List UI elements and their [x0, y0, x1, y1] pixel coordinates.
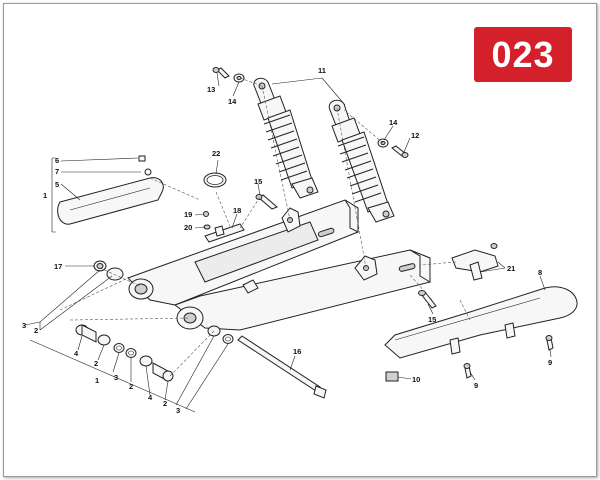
- callout-12: 12: [411, 131, 419, 140]
- assembly-lines: [59, 77, 471, 377]
- callout-19: 19: [184, 210, 192, 219]
- callout-10: 10: [412, 375, 420, 384]
- callout-13: 13: [207, 85, 215, 94]
- shock-absorber-right: [328, 99, 395, 223]
- callout-14-a: 14: [228, 97, 237, 106]
- bolt-15-lower: [418, 290, 437, 309]
- callout-18: 18: [233, 206, 241, 215]
- shock-bolts: [212, 67, 409, 158]
- callout-labels: 1 6 7 5 13 14 11 14 12 22 15 19 20 18 17…: [22, 66, 552, 415]
- chain-slider: [57, 155, 201, 225]
- callout-1-bottom: 1: [95, 376, 99, 385]
- callout-2-a: 2: [94, 359, 98, 368]
- callout-3-mid: 3: [114, 373, 118, 382]
- hose-clamp: [203, 172, 227, 188]
- callout-5: 5: [55, 180, 59, 189]
- callout-15-a: 15: [254, 177, 262, 186]
- chain-guard: [384, 286, 578, 359]
- callout-16: 16: [293, 347, 301, 356]
- swingarm: [127, 199, 431, 331]
- brake-hose-bracket: [203, 211, 245, 243]
- callout-9-a: 9: [474, 381, 478, 390]
- callout-20: 20: [184, 223, 192, 232]
- callout-4-b: 4: [148, 393, 153, 402]
- chain-guard-hardware: [385, 335, 554, 382]
- shock-absorber-left: [253, 77, 319, 199]
- callout-8: 8: [538, 268, 542, 277]
- callout-2-c: 2: [163, 399, 167, 408]
- callout-11: 11: [318, 66, 326, 75]
- callout-3-left: 3: [22, 321, 26, 330]
- callout-6: 6: [55, 156, 59, 165]
- callout-17: 17: [54, 262, 62, 271]
- leader-lines: [24, 72, 552, 413]
- callout-4-a: 4: [74, 349, 79, 358]
- callout-2-left: 2: [34, 326, 38, 335]
- page-number-badge: 023: [474, 27, 572, 82]
- callout-15-b: 15: [428, 315, 436, 324]
- callout-7: 7: [55, 167, 59, 176]
- brake-anchor-bracket: [451, 243, 499, 281]
- callout-9-b: 9: [548, 358, 552, 367]
- callout-21: 21: [507, 264, 515, 273]
- callout-2-b: 2: [129, 382, 133, 391]
- callout-1-left: 1: [43, 191, 47, 200]
- callout-22: 22: [212, 149, 220, 158]
- callout-3-bottom: 3: [176, 406, 180, 415]
- callout-14-b: 14: [389, 118, 398, 127]
- bolt-15-upper: [255, 194, 278, 210]
- swingarm-axle: [237, 335, 327, 399]
